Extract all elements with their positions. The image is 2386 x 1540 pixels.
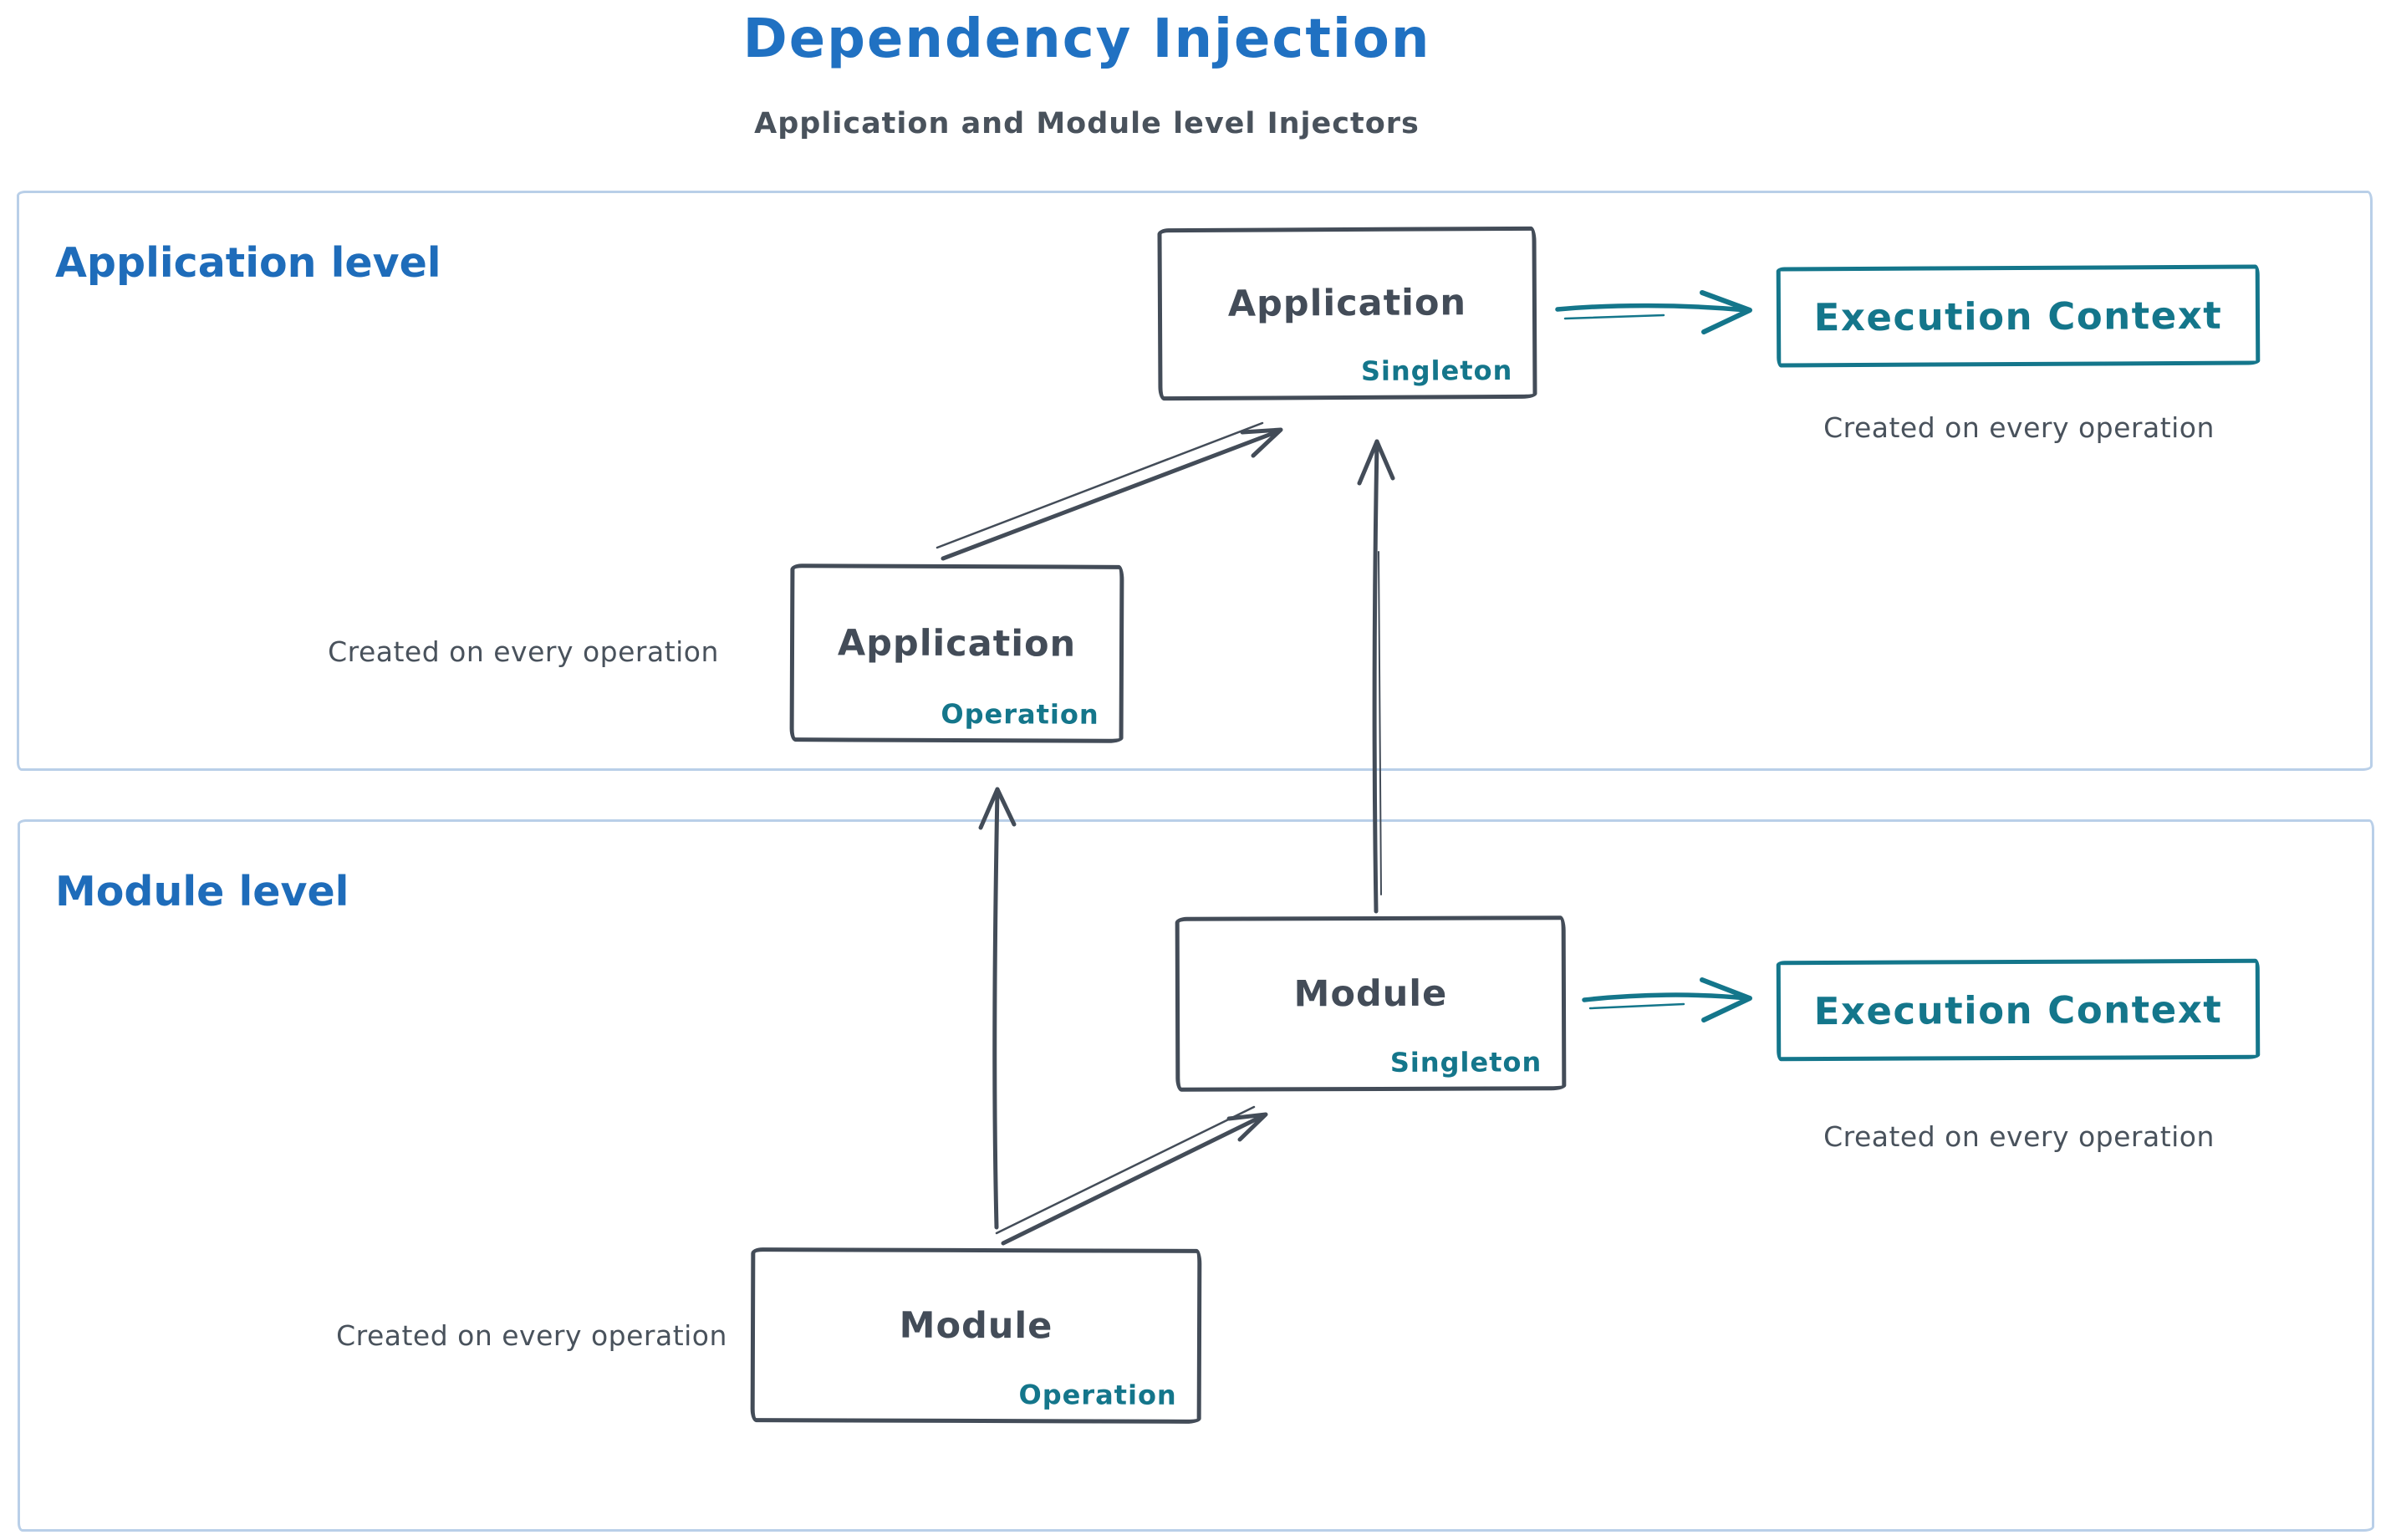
module-operation-title: Module xyxy=(899,1304,1053,1347)
app-operation-title: Application xyxy=(837,621,1077,665)
arrow-module-operation-to-app-operation xyxy=(978,787,1017,1230)
arrow-module-operation-to-module-singleton xyxy=(995,1105,1268,1246)
arrow-app-singleton-to-execution-context xyxy=(1555,290,1752,334)
module-level-container xyxy=(18,819,2374,1532)
module-singleton-title: Module xyxy=(1293,972,1448,1015)
module-operation-badge: Operation xyxy=(1018,1379,1177,1411)
module-singleton-box: Module Singleton xyxy=(1175,915,1567,1092)
module-singleton-badge: Singleton xyxy=(1389,1046,1542,1079)
application-level-container xyxy=(17,191,2373,771)
app-singleton-badge: Singleton xyxy=(1360,354,1513,387)
module-execution-context-label: Execution Context xyxy=(1813,987,2223,1033)
module-execution-context-caption: Created on every operation xyxy=(1823,1120,2215,1153)
app-execution-context-label: Execution Context xyxy=(1813,293,2223,339)
app-execution-context-caption: Created on every operation xyxy=(1823,411,2215,444)
app-singleton-box: Application Singleton xyxy=(1157,226,1537,401)
diagram-title: Dependency Injection xyxy=(742,8,1431,70)
app-operation-caption: Created on every operation xyxy=(328,635,719,668)
app-operation-box: Application Operation xyxy=(789,563,1124,743)
arrow-app-operation-to-app-singleton xyxy=(936,421,1283,561)
app-singleton-title: Application xyxy=(1227,282,1467,325)
module-execution-context-box: Execution Context xyxy=(1776,958,2261,1062)
module-level-label: Module level xyxy=(55,868,349,915)
app-execution-context-box: Execution Context xyxy=(1776,264,2261,368)
diagram-subtitle: Application and Module level Injectors xyxy=(754,107,1420,140)
module-operation-box: Module Operation xyxy=(750,1247,1202,1424)
arrow-module-singleton-to-app-singleton xyxy=(1357,439,1395,914)
arrow-module-singleton-to-execution-context xyxy=(1582,977,1752,1022)
application-level-label: Application level xyxy=(55,239,441,287)
app-operation-badge: Operation xyxy=(941,697,1099,731)
module-operation-caption: Created on every operation xyxy=(336,1319,727,1352)
